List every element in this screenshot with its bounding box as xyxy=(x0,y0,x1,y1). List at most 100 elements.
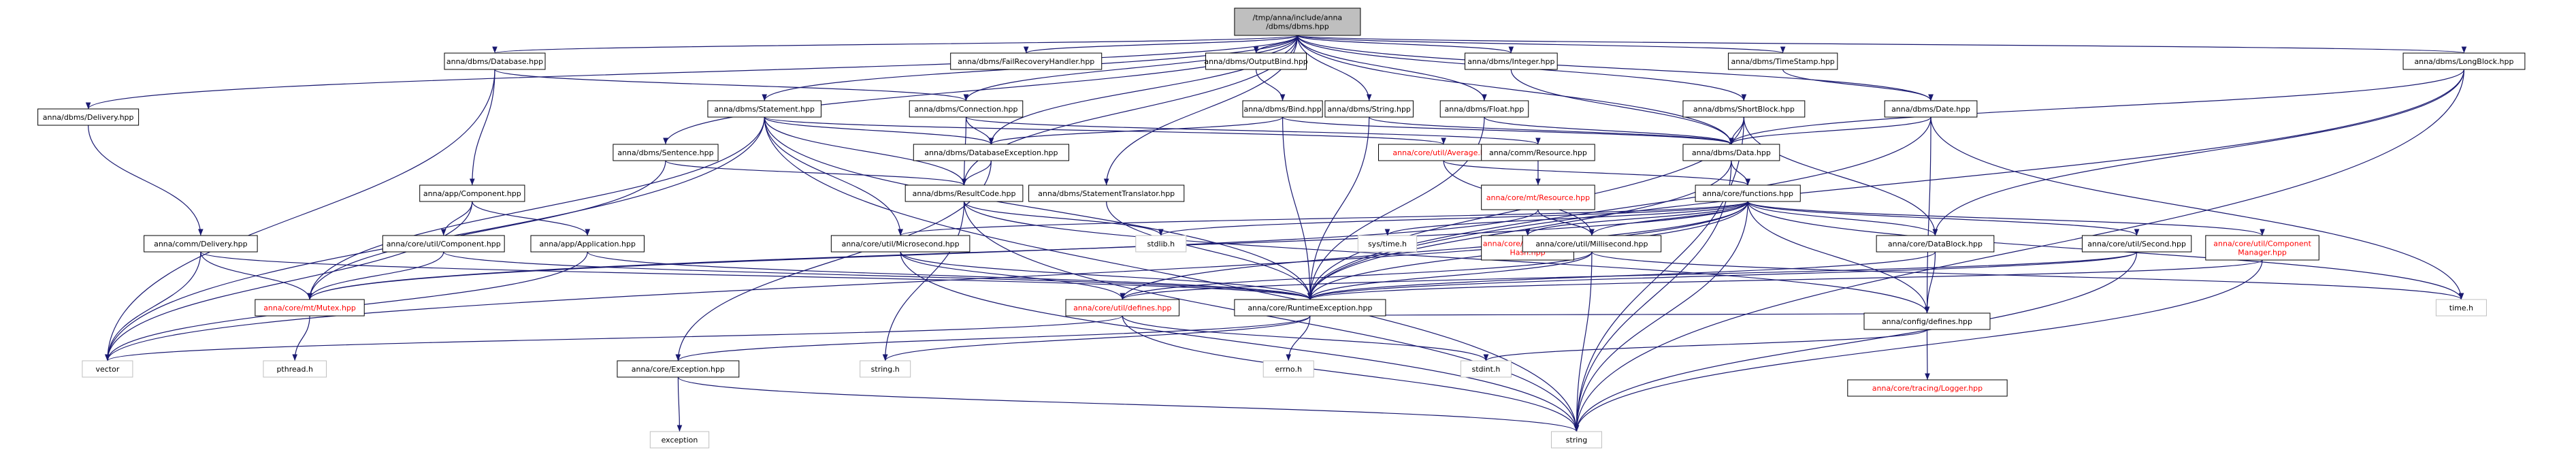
edge-utilcomponent-to-runtimeexc xyxy=(443,251,1313,300)
edge-functions-to-second xyxy=(1747,201,2140,236)
node-database[interactable]: anna/dbms/Database.hpp xyxy=(444,52,546,70)
node-connection[interactable]: anna/dbms/Connection.hpp xyxy=(909,100,1024,118)
edge-shortblock-to-datablock xyxy=(1743,116,1938,236)
node-microsecond[interactable]: anna/core/util/Microsecond.hpp xyxy=(830,235,971,253)
edge-componentmgr-to-string xyxy=(1574,259,2263,432)
node-mutex[interactable]: anna/core/mt/Mutex.hpp xyxy=(255,299,365,317)
node-label-failrecovery: anna/dbms/FailRecoveryHandler.hpp xyxy=(958,57,1094,66)
node-data[interactable]: anna/dbms/Data.hpp xyxy=(1682,144,1780,161)
node-stmttranslator[interactable]: anna/dbms/StatementTranslator.hpp xyxy=(1028,184,1185,202)
node-string: string xyxy=(1550,431,1602,449)
node-label-errnoh: errno.h xyxy=(1275,365,1302,374)
node-longblock[interactable]: anna/dbms/LongBlock.hpp xyxy=(2402,52,2526,70)
edge-timestamp-to-date xyxy=(1782,69,1934,101)
node-millisecond[interactable]: anna/core/util/Millisecond.hpp xyxy=(1522,235,1662,253)
node-functions[interactable]: anna/core/functions.hpp xyxy=(1695,184,1801,202)
node-label-sentence: anna/dbms/Sentence.hpp xyxy=(617,148,713,157)
node-label-microsecond: anna/core/util/Microsecond.hpp xyxy=(842,240,960,248)
edge-microsecond-to-runtimeexc xyxy=(900,251,1313,300)
edge-statement-to-mutex xyxy=(307,116,765,300)
edge-configdefines-to-stdint xyxy=(1483,329,1928,361)
node-outputbind[interactable]: anna/dbms/OutputBind.hpp xyxy=(1204,52,1308,70)
node-label-runtimeexc: anna/core/RuntimeException.hpp xyxy=(1248,304,1372,312)
node-dbexception[interactable]: anna/dbms/DatabaseException.hpp xyxy=(913,144,1069,161)
node-label-systime: sys/time.h xyxy=(1368,240,1407,248)
edge-statement-to-microsecond xyxy=(764,116,903,236)
edge-root-to-string_h xyxy=(1297,35,1372,101)
node-label-string: string xyxy=(1566,436,1588,445)
node-label-defines: anna/core/util/defines.hpp xyxy=(1073,304,1171,312)
edge-second-to-defines xyxy=(1120,251,2138,300)
node-stdint: stdint.h xyxy=(1460,360,1512,378)
node-label-string_h: anna/dbms/String.hpp xyxy=(1327,105,1411,114)
node-integer[interactable]: anna/dbms/Integer.hpp xyxy=(1464,52,1558,70)
edge-root-to-date xyxy=(1297,35,1934,101)
node-label-functions: anna/core/functions.hpp xyxy=(1702,189,1793,198)
node-label-mutex: anna/core/mt/Mutex.hpp xyxy=(263,304,356,312)
edge-exception_hpp-to-exception xyxy=(676,376,683,432)
node-runtimeexc[interactable]: anna/core/RuntimeException.hpp xyxy=(1234,299,1386,317)
node-label-statement: anna/dbms/Statement.hpp xyxy=(714,105,815,114)
node-date[interactable]: anna/dbms/Date.hpp xyxy=(1884,100,1978,118)
node-label-bind: anna/dbms/Bind.hpp xyxy=(1243,105,1321,114)
node-label-configdefines: anna/config/defines.hpp xyxy=(1882,317,1972,326)
edge-commdelivery-to-vector xyxy=(105,251,201,361)
node-timeh: time.h xyxy=(2435,299,2487,317)
edge-root-to-failrecovery xyxy=(1024,35,1299,54)
node-label-date: anna/dbms/Date.hpp xyxy=(1891,105,1970,114)
node-exception: exception xyxy=(649,431,710,449)
node-failrecovery[interactable]: anna/dbms/FailRecoveryHandler.hpp xyxy=(950,52,1103,70)
node-commresource[interactable]: anna/comm/Resource.hpp xyxy=(1481,144,1595,161)
edge-componentmgr-to-runtimeexc xyxy=(1307,259,2263,300)
node-label-average: anna/core/util/Average.hpp xyxy=(1392,148,1494,157)
node-second[interactable]: anna/core/util/Second.hpp xyxy=(2081,235,2192,253)
node-datablock[interactable]: anna/core/DataBlock.hpp xyxy=(1876,235,1995,253)
edge-date-to-runtimeexc xyxy=(1307,116,1931,300)
node-vector: vector xyxy=(82,360,133,378)
edge-root-to-delivery xyxy=(86,35,1299,110)
node-label-outputbind: anna/dbms/OutputBind.hpp xyxy=(1204,57,1307,66)
node-mtresource[interactable]: anna/core/mt/Resource.hpp xyxy=(1481,184,1595,210)
node-label-stdlib: stdlib.h xyxy=(1147,240,1175,248)
edge-statement-to-string xyxy=(764,116,1580,432)
node-errnoh: errno.h xyxy=(1262,360,1314,378)
node-label-stmttranslator: anna/dbms/StatementTranslator.hpp xyxy=(1038,189,1175,198)
node-statement[interactable]: anna/dbms/Statement.hpp xyxy=(707,100,821,118)
edge-date-to-configdefines xyxy=(1924,116,1931,314)
edge-runtimeexc-to-configdefines xyxy=(1309,312,1928,321)
node-float_h[interactable]: anna/dbms/Float.hpp xyxy=(1439,100,1529,118)
node-stringh: string.h xyxy=(860,360,911,378)
node-utilcomponent[interactable]: anna/core/util/Component.hpp xyxy=(382,235,505,253)
edge-integer-to-data xyxy=(1510,69,1734,145)
node-sentence[interactable]: anna/dbms/Sentence.hpp xyxy=(613,144,719,161)
edge-longblock-to-string xyxy=(1574,69,2465,432)
node-bind[interactable]: anna/dbms/Bind.hpp xyxy=(1242,100,1323,118)
node-application[interactable]: anna/app/Application.hpp xyxy=(530,235,645,253)
node-label-root: /dbms/dbms.hpp xyxy=(1266,22,1329,31)
node-logger[interactable]: anna/core/tracing/Logger.hpp xyxy=(1847,379,2008,397)
edge-functions-to-datablock xyxy=(1747,201,1938,236)
node-defines[interactable]: anna/core/util/defines.hpp xyxy=(1065,299,1180,317)
node-root[interactable]: /tmp/anna/include/anna/dbms/dbms.hpp xyxy=(1234,7,1361,36)
node-component[interactable]: anna/app/Component.hpp xyxy=(419,184,525,202)
edge-connection-to-commresource xyxy=(965,116,1541,145)
edge-sentence-to-resultcode xyxy=(665,160,967,186)
node-timestamp[interactable]: anna/dbms/TimeStamp.hpp xyxy=(1727,52,1838,70)
node-exception_hpp[interactable]: anna/core/Exception.hpp xyxy=(617,360,740,378)
node-commdelivery[interactable]: anna/comm/Delivery.hpp xyxy=(144,235,258,253)
edge-exception_hpp-to-string xyxy=(677,376,1579,432)
edge-bind-to-dbexception xyxy=(988,116,1284,145)
node-resultcode[interactable]: anna/dbms/ResultCode.hpp xyxy=(904,184,1024,202)
edge-bind-to-runtimeexc xyxy=(1282,116,1313,300)
node-delivery[interactable]: anna/dbms/Delivery.hpp xyxy=(37,108,140,126)
node-label-millisecond: anna/core/util/Millisecond.hpp xyxy=(1535,240,1648,248)
node-label-connection: anna/dbms/Connection.hpp xyxy=(915,105,1018,114)
node-shortblock[interactable]: anna/dbms/ShortBlock.hpp xyxy=(1682,100,1806,118)
edge-delivery-to-commdelivery xyxy=(88,125,203,236)
node-string_h[interactable]: anna/dbms/String.hpp xyxy=(1324,100,1414,118)
node-label-timestamp: anna/dbms/TimeStamp.hpp xyxy=(1731,57,1834,66)
node-label-longblock: anna/dbms/LongBlock.hpp xyxy=(2414,57,2513,66)
node-configdefines[interactable]: anna/config/defines.hpp xyxy=(1863,312,1991,330)
edge-database-to-component xyxy=(469,69,495,186)
